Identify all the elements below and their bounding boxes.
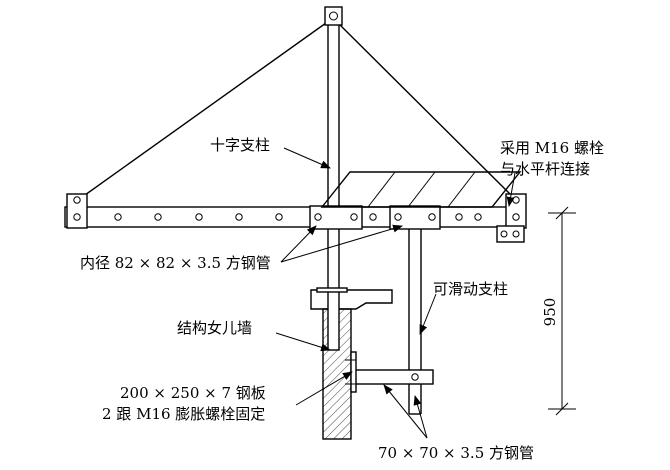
leader-lines: [275, 147, 516, 439]
label-bolt-line1: 采用 M16 螺栓: [500, 139, 604, 157]
label-bolt-line2: 与水平杆连接: [500, 160, 590, 178]
label-plate-line2: 2 跟 M16 膨胀螺栓固定: [102, 405, 265, 423]
platform-outline: [320, 171, 522, 208]
right-end-plate: [505, 193, 527, 229]
platform-slab: [320, 171, 522, 208]
dimension-950: 950: [541, 206, 576, 416]
annotations: 十字支柱 采用 M16 螺栓 与水平杆连接 内径 82 × 82 × 3.5 方…: [80, 136, 604, 462]
label-cross-post: 十字支柱: [210, 136, 270, 154]
parapet-cap: [310, 289, 393, 310]
top-pin-plate: [324, 6, 343, 26]
left-cable: [77, 17, 334, 201]
beam-holes: [114, 213, 482, 221]
center-sleeve: [309, 205, 363, 230]
top-pin-hole: [329, 11, 338, 21]
label-parapet: 结构女儿墙: [177, 319, 252, 337]
right-lower-plate: [496, 225, 525, 243]
label-tube-inner: 内径 82 × 82 × 3.5 方钢管: [80, 254, 271, 272]
slide-sleeve: [389, 205, 441, 230]
label-sliding-post: 可滑动支柱: [433, 280, 508, 298]
right-cable: [332, 17, 517, 201]
horizontal-beam: [64, 193, 527, 243]
parapet-wall: [310, 287, 393, 440]
wall-tie: [353, 369, 434, 385]
dimension-value: 950: [541, 298, 559, 327]
label-tube-small: 70 × 70 × 3.5 方钢管: [378, 444, 534, 462]
cross-post: [324, 6, 343, 290]
sliding-post: [408, 229, 422, 415]
cable-stays: [77, 17, 517, 201]
wall-tie-tube: [353, 369, 434, 385]
label-plate-line1: 200 × 250 × 7 钢板: [120, 384, 266, 402]
left-end-plate: [66, 193, 88, 229]
